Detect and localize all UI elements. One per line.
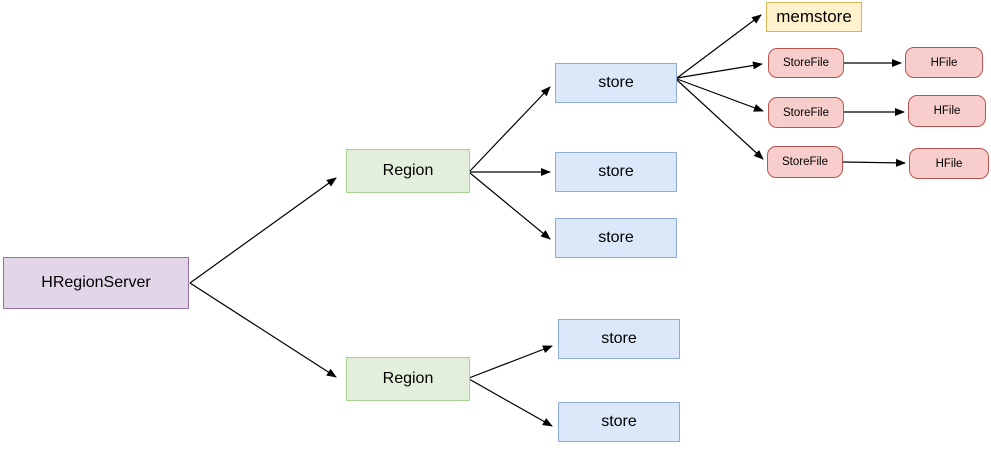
node-storefile-3-label: StoreFile xyxy=(781,156,829,168)
edge-hregionserver-region-bottom xyxy=(189,282,337,378)
edge-region-top-store-1 xyxy=(469,86,551,172)
node-storefile-2: StoreFile xyxy=(768,97,844,128)
edge-region-bottom-store-4 xyxy=(468,345,553,379)
edge-store-1-memstore xyxy=(676,14,762,79)
node-store-3-label: store xyxy=(598,229,634,246)
node-storefile-1: StoreFile xyxy=(768,48,844,78)
node-hfile-3: HFile xyxy=(909,148,989,179)
node-storefile-2-label: StoreFile xyxy=(782,106,830,119)
node-store-4-label: store xyxy=(601,330,637,347)
edge-store-1-storefile-1 xyxy=(676,61,763,79)
node-region-bottom-label: Region xyxy=(382,370,434,387)
node-storefile-3: StoreFile xyxy=(767,146,843,178)
node-region-top-label: Region xyxy=(382,162,434,179)
node-store-2: store xyxy=(555,152,677,192)
node-hfile-2-label: HFile xyxy=(933,105,961,117)
node-hfile-2: HFile xyxy=(908,95,986,127)
edge-storefile-3-hfile-3 xyxy=(842,158,906,167)
node-store-1-label: store xyxy=(598,74,634,91)
edge-store-1-storefile-3 xyxy=(676,79,764,160)
node-store-5-label: store xyxy=(601,413,637,430)
node-store-5: store xyxy=(558,402,680,442)
node-storefile-1-label: StoreFile xyxy=(782,57,830,69)
node-hregionserver: HRegionServer xyxy=(3,257,189,309)
node-store-3: store xyxy=(555,218,677,258)
node-hfile-3-label: HFile xyxy=(935,157,963,170)
edge-store-1-storefile-2 xyxy=(676,78,764,112)
node-memstore: memstore xyxy=(766,2,862,32)
node-region-top: Region xyxy=(346,149,470,193)
edge-region-bottom-store-5 xyxy=(468,378,553,427)
node-region-bottom: Region xyxy=(346,357,470,401)
node-store-1: store xyxy=(555,63,677,103)
node-store-2-label: store xyxy=(598,163,634,180)
node-memstore-label: memstore xyxy=(776,7,852,26)
node-store-4: store xyxy=(558,319,680,359)
node-hfile-1: HFile xyxy=(905,47,983,78)
edge-region-top-store-3 xyxy=(469,172,551,240)
node-hfile-1-label: HFile xyxy=(930,56,958,69)
edge-hregionserver-region-top xyxy=(189,177,337,284)
node-hregionserver-label: HRegionServer xyxy=(41,274,151,291)
